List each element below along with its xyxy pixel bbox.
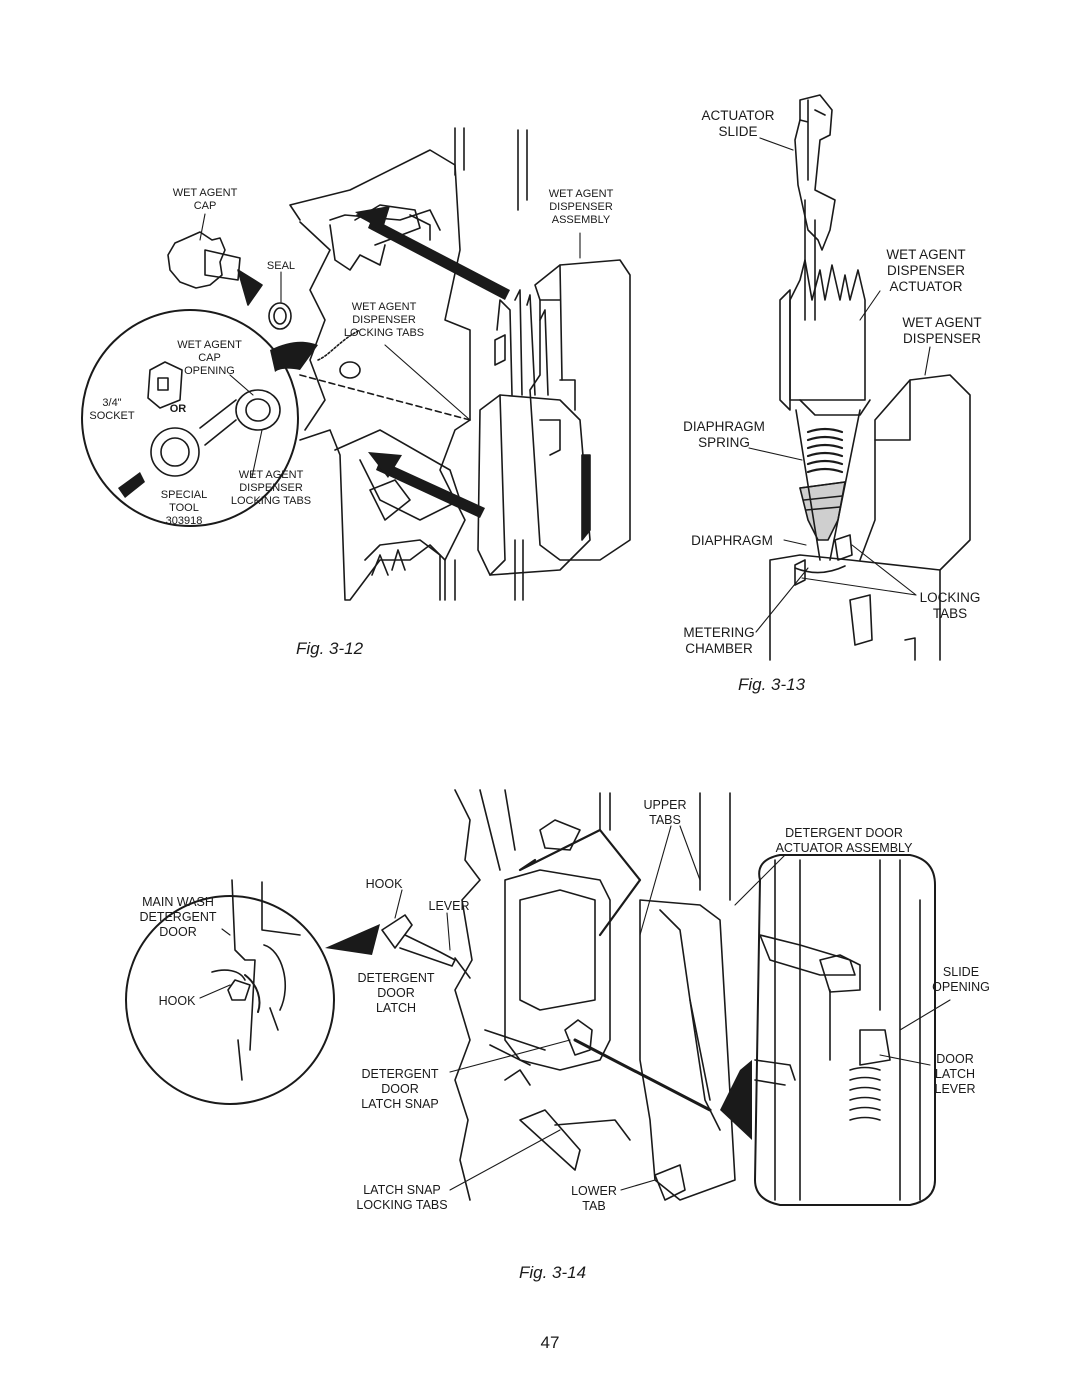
- socket-label: 3/4" SOCKET: [89, 397, 135, 422]
- special-tool-label: SPECIAL TOOL 303918: [160, 489, 208, 527]
- upper-tabs-label: UPPER TABS: [643, 798, 687, 827]
- wet-agent-dispenser-assembly-label: WET AGENT DISPENSER ASSEMBLY: [548, 188, 614, 226]
- door-latch-lever-label: DOOR LATCH LEVER: [934, 1052, 976, 1096]
- wet-agent-cap-label: WET AGENT CAP: [172, 187, 238, 212]
- wet-agent-dispenser-actuator-label: WET AGENT DISPENSER ACTUATOR: [886, 247, 966, 294]
- actuator-slide-label: ACTUATOR SLIDE: [701, 108, 775, 139]
- latch-snap-locking-tabs-label: LATCH SNAP LOCKING TABS: [356, 1183, 448, 1212]
- diaphragm-label: DIAPHRAGM: [691, 533, 773, 548]
- lever-label: LEVER: [428, 899, 470, 913]
- detergent-door-latch-label: DETERGENT DOOR LATCH: [357, 971, 435, 1015]
- fig-3-13-caption: Fig. 3-13: [738, 675, 806, 694]
- lower-tab-label: LOWER TAB: [571, 1184, 617, 1213]
- seal-label: SEAL: [266, 260, 296, 272]
- hook-inset-label: HOOK: [158, 994, 196, 1008]
- detergent-door-latch-snap-label: DETERGENT DOOR LATCH SNAP: [361, 1067, 439, 1111]
- metering-chamber-label: METERING CHAMBER: [683, 625, 755, 656]
- main-wash-detergent-door-label: MAIN WASH DETERGENT DOOR: [139, 895, 217, 939]
- locking-tabs-label: LOCKING TABS: [919, 590, 981, 621]
- diaphragm-spring-label: DIAPHRAGM SPRING: [683, 419, 765, 450]
- slide-opening-label: SLIDE OPENING: [932, 965, 990, 994]
- or-label: OR: [169, 403, 187, 415]
- hook-label: HOOK: [365, 877, 403, 891]
- leader-lines: [199, 137, 951, 1191]
- fig-3-13-drawing: [769, 94, 971, 661]
- wet-agent-dispenser-label: WET AGENT DISPENSER: [902, 315, 982, 346]
- fig-3-12-drawing: [81, 127, 631, 601]
- wet-agent-cap-opening-label: WET AGENT CAP OPENING: [177, 339, 242, 377]
- fig-3-14-caption: Fig. 3-14: [519, 1263, 587, 1282]
- dispenser-locking-tabs-label: WET AGENT DISPENSER LOCKING TABS: [343, 301, 425, 339]
- inset-locking-tabs-label: WET AGENT DISPENSER LOCKING TABS: [230, 469, 312, 507]
- fig-3-14-drawing: [125, 789, 936, 1206]
- detergent-door-actuator-assembly-label: DETERGENT DOOR ACTUATOR ASSEMBLY: [775, 826, 913, 855]
- page-number: 47: [540, 1333, 560, 1352]
- fig-3-12-caption: Fig. 3-12: [296, 639, 364, 658]
